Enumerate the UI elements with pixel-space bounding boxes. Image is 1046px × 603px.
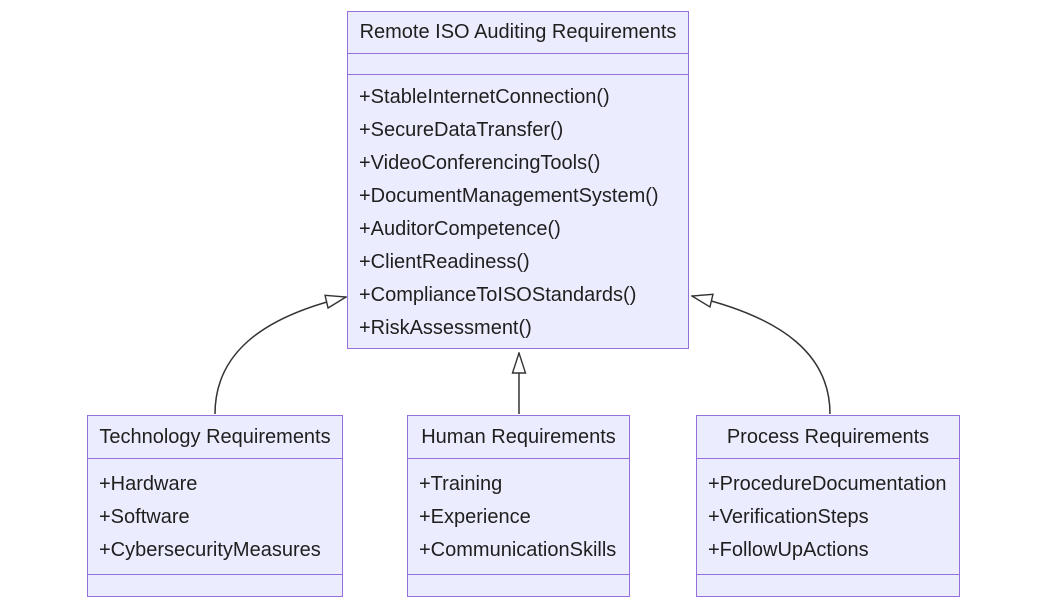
method-item: +ComplianceToISOStandards() bbox=[359, 284, 637, 306]
inheritance-arrow-technology bbox=[214, 297, 346, 415]
class-title: Process Requirements bbox=[697, 416, 959, 459]
attributes-section: +Hardware +Software +CybersecurityMeasur… bbox=[88, 459, 342, 575]
method-item: +DocumentManagementSystem() bbox=[359, 185, 659, 207]
class-title: Human Requirements bbox=[408, 416, 629, 459]
methods-section-empty bbox=[697, 575, 959, 596]
attributes-section-empty bbox=[348, 54, 688, 75]
inheritance-arrow-process bbox=[692, 296, 831, 415]
attribute-item: +ProcedureDocumentation bbox=[708, 473, 947, 495]
attribute-item: +Training bbox=[419, 473, 503, 495]
attribute-item: +FollowUpActions bbox=[708, 539, 869, 561]
methods-section-empty bbox=[408, 575, 629, 596]
method-item: +StableInternetConnection() bbox=[359, 86, 610, 108]
attribute-item: +VerificationSteps bbox=[708, 506, 869, 528]
methods-section: +StableInternetConnection() +SecureDataT… bbox=[348, 75, 688, 348]
attribute-item: +Experience bbox=[419, 506, 531, 528]
class-node-process-requirements: Process Requirements +ProcedureDocumenta… bbox=[696, 415, 960, 597]
class-title: Technology Requirements bbox=[88, 416, 342, 459]
method-item: +VideoConferencingTools() bbox=[359, 152, 601, 174]
attribute-item: +Software bbox=[99, 506, 190, 528]
class-node-remote-iso-auditing-requirements: Remote ISO Auditing Requirements +Stable… bbox=[347, 11, 689, 349]
attribute-item: +CybersecurityMeasures bbox=[99, 539, 321, 561]
class-node-human-requirements: Human Requirements +Training +Experience… bbox=[407, 415, 630, 597]
methods-section-empty bbox=[88, 575, 342, 596]
attributes-section: +Training +Experience +CommunicationSkil… bbox=[408, 459, 629, 575]
attribute-item: +Hardware bbox=[99, 473, 198, 495]
class-title: Remote ISO Auditing Requirements bbox=[348, 12, 688, 54]
method-item: +SecureDataTransfer() bbox=[359, 119, 564, 141]
class-node-technology-requirements: Technology Requirements +Hardware +Softw… bbox=[87, 415, 343, 597]
method-item: +AuditorCompetence() bbox=[359, 218, 561, 240]
method-item: +RiskAssessment() bbox=[359, 317, 532, 339]
method-item: +ClientReadiness() bbox=[359, 251, 530, 273]
attribute-item: +CommunicationSkills bbox=[419, 539, 617, 561]
attributes-section: +ProcedureDocumentation +VerificationSte… bbox=[697, 459, 959, 575]
